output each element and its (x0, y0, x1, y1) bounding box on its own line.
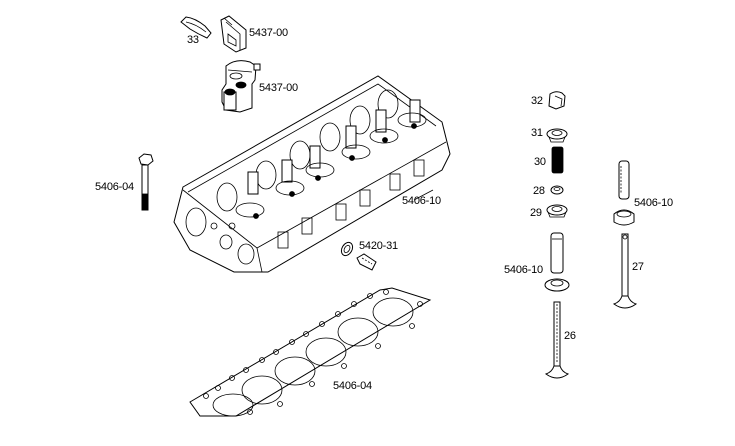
part-28-valve-collet[interactable] (550, 185, 564, 195)
label-30: 30 (534, 156, 546, 168)
label-5406-04-bolt: 5406-04 (95, 181, 134, 193)
part-31-upper-spring-seat[interactable] (546, 128, 568, 143)
part-5406-10-cylinder-head[interactable] (173, 75, 451, 273)
part-5406-04-gasket[interactable] (189, 287, 432, 417)
label-29: 29 (530, 207, 542, 219)
part-5406-04-bolt[interactable] (138, 153, 154, 211)
label-5406-04-gasket: 5406-04 (333, 380, 372, 392)
part-32-valve-cap[interactable] (548, 91, 566, 110)
label-5406-10-exhaust-guide: 5406-10 (634, 197, 673, 209)
label-5437-00-bracket: 5437-00 (249, 27, 288, 39)
label-28: 28 (533, 185, 545, 197)
label-33: 33 (187, 34, 199, 46)
label-27: 27 (632, 261, 644, 273)
label-5406-10-head: 5406-10 (402, 195, 441, 207)
part-5437-00-rocker[interactable] (221, 60, 261, 113)
label-5406-10-guide: 5406-10 (504, 264, 543, 276)
part-30-valve-spring[interactable] (551, 146, 564, 174)
part-5420-31-plug[interactable] (339, 240, 377, 271)
part-5437-00-bracket[interactable] (220, 15, 247, 53)
part-26-intake-valve[interactable] (544, 301, 570, 379)
part-29-lower-spring-seat[interactable] (546, 204, 568, 218)
part-27-exhaust-valve[interactable] (612, 233, 638, 309)
label-32: 32 (531, 95, 543, 107)
label-5437-00-rocker: 5437-00 (259, 82, 298, 94)
label-5420-31: 5420-31 (359, 240, 398, 252)
label-31: 31 (531, 127, 543, 139)
part-33-cover-cap[interactable] (180, 16, 212, 39)
part-5406-10-valve-guide[interactable] (544, 232, 570, 292)
label-26: 26 (564, 330, 576, 342)
part-5406-10-exhaust-guide[interactable] (613, 160, 635, 226)
